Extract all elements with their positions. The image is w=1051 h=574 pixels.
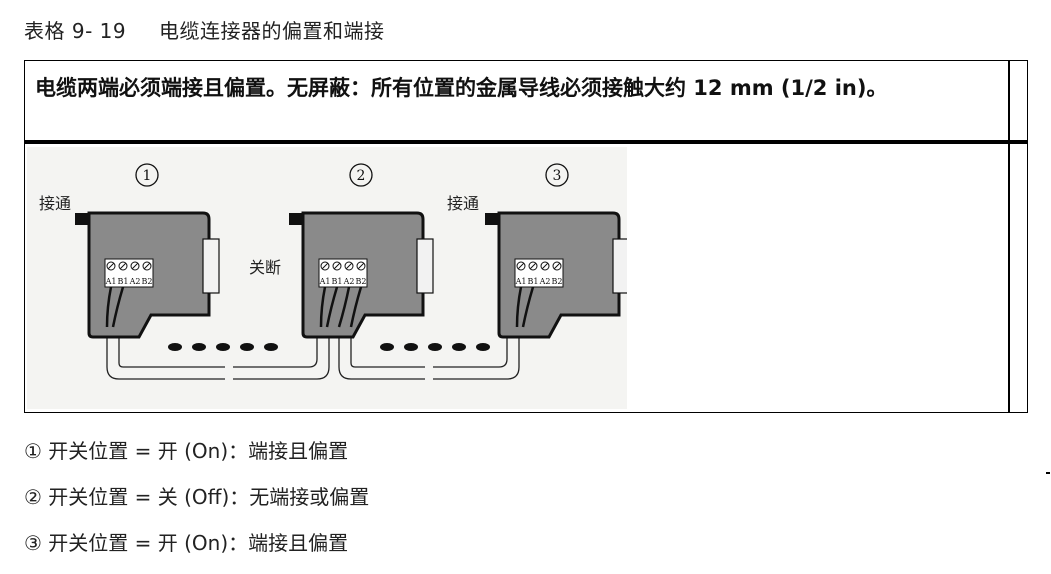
note-3: ③ 开关位置 = 开 (On)：端接且偏置 bbox=[24, 531, 349, 555]
wire bbox=[337, 286, 351, 328]
switch-label: 接通 bbox=[447, 194, 479, 213]
terminal-label: A1 bbox=[319, 277, 331, 286]
terminal-screw bbox=[320, 261, 330, 271]
terminal-screw bbox=[332, 261, 342, 271]
table-number: 表格 9- 19 bbox=[24, 19, 127, 43]
wire bbox=[515, 286, 523, 328]
wire bbox=[349, 286, 363, 328]
switch-lever bbox=[485, 213, 499, 225]
table-caption: 表格 9- 19 电缆连接器的偏置和端接 bbox=[24, 15, 384, 44]
cable-segment bbox=[233, 327, 318, 368]
terminal-label: A1 bbox=[515, 277, 527, 286]
wire bbox=[105, 286, 113, 328]
terminal-label: A2 bbox=[129, 277, 141, 286]
switch-lever bbox=[289, 213, 303, 225]
cable-segment bbox=[350, 327, 425, 368]
connector-table: 电缆两端必须端接且偏置。无屏蔽：所有位置的金属导线必须接触大约 12 mm (1… bbox=[24, 60, 1050, 474]
cable-segment bbox=[118, 327, 225, 368]
wire bbox=[325, 286, 339, 328]
cable-segment bbox=[233, 327, 330, 380]
terminal-label: A2 bbox=[539, 277, 551, 286]
connector-marker-circle bbox=[135, 163, 159, 187]
table-header-cell: 电缆两端必须端接且偏置。无屏蔽：所有位置的金属导线必须接触大约 12 mm (1… bbox=[35, 76, 888, 100]
terminal-label: B2 bbox=[552, 277, 563, 286]
cable-run bbox=[106, 327, 520, 380]
wire bbox=[521, 286, 535, 328]
terminal-screw bbox=[344, 261, 354, 271]
header-rule bbox=[25, 140, 1027, 144]
terminal-screw bbox=[516, 261, 526, 271]
note-1: ① 开关位置 = 开 (On)：端接且偏置 bbox=[24, 439, 349, 463]
terminal-screw bbox=[356, 261, 366, 271]
switch-label: 关断 bbox=[249, 258, 281, 277]
table-title: 电缆连接器的偏置和端接 bbox=[158, 19, 385, 43]
connector-marker: 2 bbox=[357, 168, 366, 184]
terminal-label: B2 bbox=[356, 277, 367, 286]
cable-segment bbox=[433, 327, 508, 368]
wire bbox=[111, 286, 125, 328]
cable-segment bbox=[338, 327, 425, 380]
terminal-label: A2 bbox=[343, 277, 355, 286]
column-divider bbox=[1008, 61, 1010, 412]
dotted-link bbox=[168, 343, 490, 351]
corner-mark bbox=[1046, 472, 1050, 474]
legend-notes: ① 开关位置 = 开 (On)：端接且偏置 ② 开关位置 = 关 (Off)：无… bbox=[24, 436, 369, 574]
switch-label: 接通 bbox=[39, 194, 71, 213]
terminal-screw bbox=[142, 261, 152, 271]
dsub-port bbox=[612, 238, 627, 294]
wire bbox=[319, 286, 327, 328]
note-2: ② 开关位置 = 关 (Off)：无端接或偏置 bbox=[24, 485, 370, 509]
terminal-screw bbox=[552, 261, 562, 271]
terminal-label: B1 bbox=[118, 277, 129, 286]
connector-marker: 1 bbox=[143, 168, 152, 184]
terminal-label: A1 bbox=[105, 277, 117, 286]
connector-marker: 3 bbox=[553, 168, 562, 184]
connector-marker-circle bbox=[349, 163, 373, 187]
cable-segment bbox=[106, 327, 225, 380]
terminal-label: B1 bbox=[332, 277, 343, 286]
terminal-screw bbox=[106, 261, 116, 271]
dsub-port bbox=[202, 238, 220, 294]
terminal-screw bbox=[528, 261, 538, 271]
switch-lever bbox=[75, 213, 89, 225]
terminal-label: B1 bbox=[528, 277, 539, 286]
terminal-label: B2 bbox=[142, 277, 153, 286]
terminal-screw bbox=[130, 261, 140, 271]
connector-marker-circle bbox=[545, 163, 569, 187]
cable-segment bbox=[433, 327, 520, 380]
terminal-screw bbox=[540, 261, 550, 271]
terminal-screw bbox=[118, 261, 128, 271]
dsub-port bbox=[416, 238, 434, 294]
